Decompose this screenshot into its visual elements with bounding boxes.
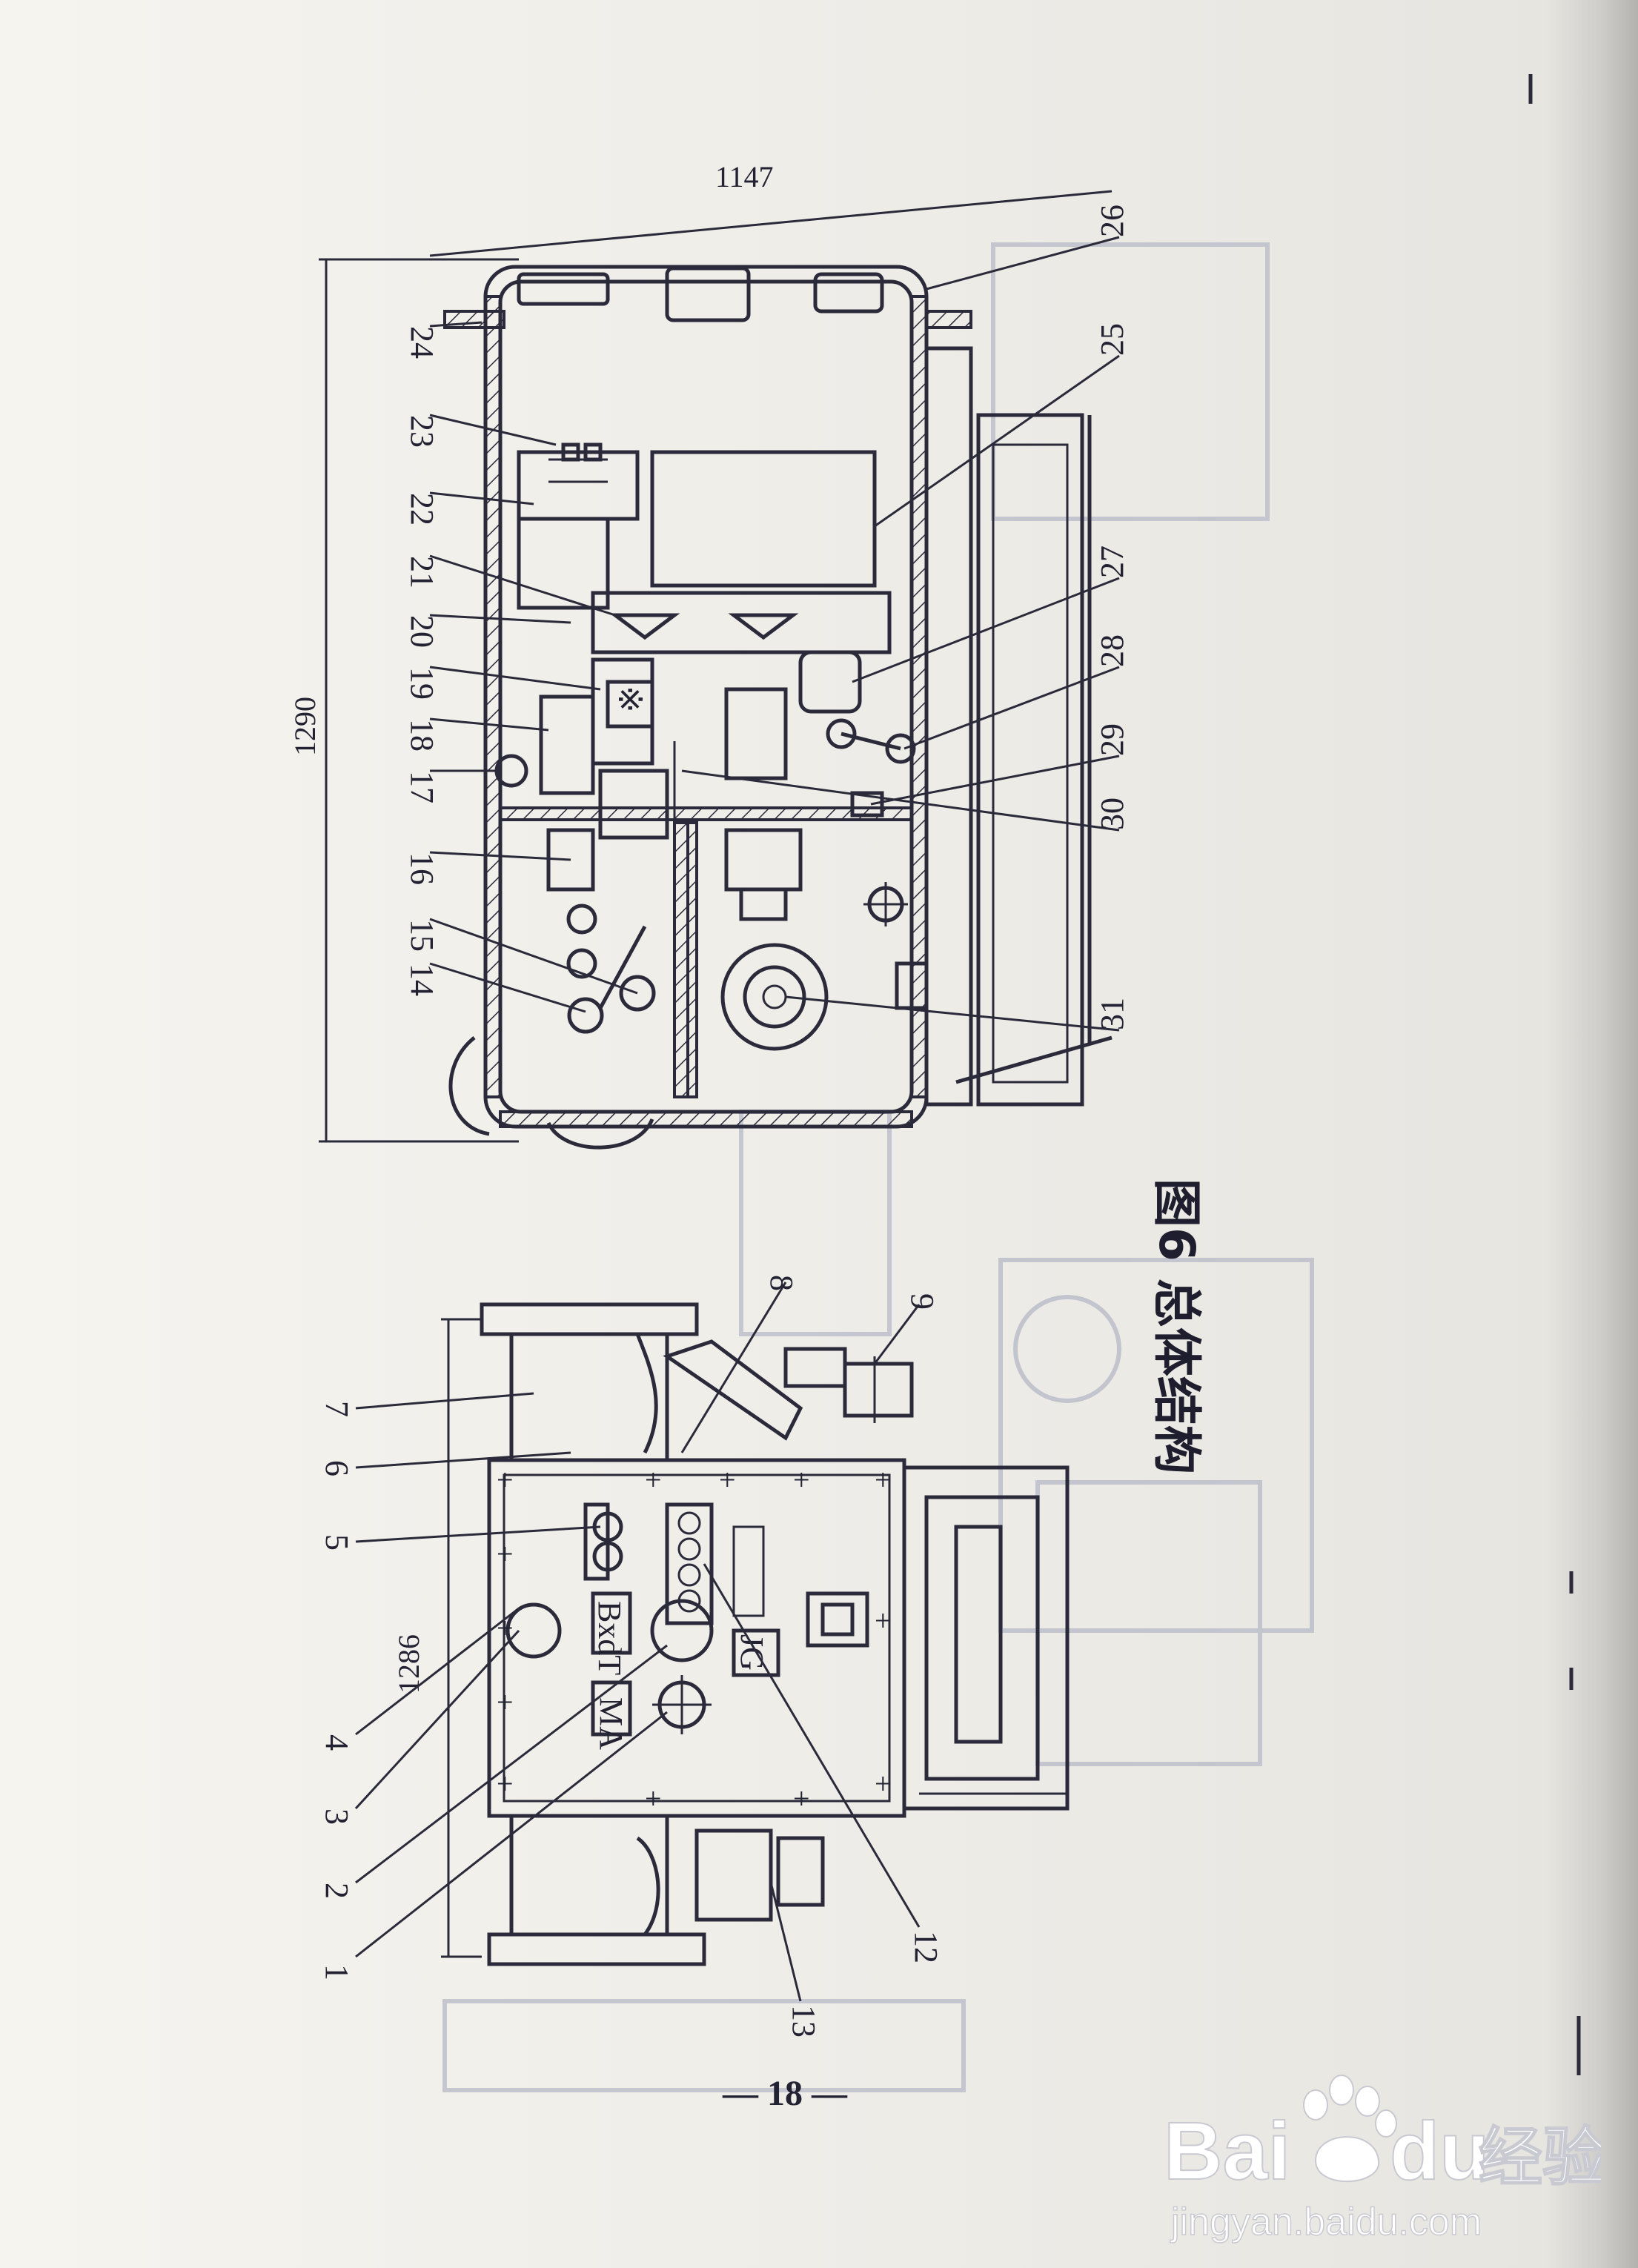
callout-13: 13 [786, 2005, 822, 2037]
watermark-brand-left: Bai [1164, 2106, 1290, 2197]
callout-29: 29 [1094, 723, 1130, 756]
callout-20: 20 [404, 615, 440, 648]
page-number: — 18 — [722, 2074, 848, 2113]
callout-16: 16 [404, 852, 440, 885]
callout-30: 30 [1094, 798, 1130, 830]
callout-2: 2 [319, 1883, 355, 1899]
callout-21: 21 [404, 556, 440, 588]
callout-14: 14 [404, 964, 440, 996]
knob-2 [650, 1599, 714, 1662]
callouts-top-group: 14 15 16 17 18 19 20 21 22 23 24 31 30 2… [404, 205, 1130, 1030]
callout-23: 23 [404, 415, 440, 448]
callout-leaders-top [429, 236, 1120, 1032]
dimension-lines-top [319, 190, 1113, 1143]
svg-text:+: + [497, 1685, 514, 1719]
watermark-url: jingyan.baidu.com [1170, 2201, 1482, 2244]
svg-text:+: + [645, 1782, 662, 1815]
margin-marks [1528, 74, 1581, 2075]
callout-19: 19 [404, 667, 440, 700]
callout-9: 9 [904, 1293, 941, 1310]
callout-17: 17 [404, 771, 440, 803]
watermark: Bai du 经验 jingyan.baidu.com [1156, 2060, 1601, 2253]
svg-text:+: + [793, 1463, 810, 1496]
callout-1: 1 [319, 1964, 355, 1980]
svg-text:※: ※ [611, 686, 648, 713]
page-fold-shadow [1545, 0, 1638, 2268]
callout-12: 12 [908, 1931, 944, 1963]
front-view: + + + + + + + + + + + + + [480, 1302, 1070, 1966]
figure-caption: 图6 总体结构 [1148, 1178, 1205, 1474]
callout-leaders-front [354, 1281, 921, 2002]
callout-24: 24 [404, 326, 440, 359]
callout-15: 15 [404, 919, 440, 952]
callout-25: 25 [1094, 323, 1130, 356]
dim-width-1147: 1147 [715, 160, 774, 193]
callouts-front-group: 1 2 3 4 5 6 7 8 9 12 13 [319, 1275, 944, 2037]
callout-8: 8 [763, 1275, 800, 1291]
callout-22: 22 [404, 493, 440, 525]
knob-4 [505, 1602, 562, 1659]
callout-5: 5 [319, 1534, 355, 1551]
watermark-brand-right: du [1390, 2106, 1489, 2197]
svg-text:+: + [497, 1767, 514, 1800]
dim-height-1290: 1290 [288, 697, 322, 756]
dimension-lines-front [441, 1318, 482, 1958]
svg-text:+: + [875, 1463, 892, 1496]
svg-text:+: + [497, 1463, 514, 1496]
callout-3: 3 [319, 1808, 355, 1825]
svg-text:+: + [497, 1537, 514, 1571]
watermark-svg: Bai du 经验 jingyan.baidu.com [1163, 2075, 1601, 2244]
callout-31: 31 [1094, 998, 1130, 1030]
svg-text:+: + [875, 1604, 892, 1637]
watermark-brand-cn: 经验 [1479, 2122, 1601, 2193]
callout-27: 27 [1094, 546, 1130, 578]
panel-label-ma: MA [593, 1697, 629, 1750]
svg-text:+: + [719, 1463, 736, 1496]
callout-4: 4 [319, 1734, 355, 1751]
svg-text:+: + [793, 1782, 810, 1815]
svg-text:+: + [645, 1463, 662, 1496]
callout-26: 26 [1094, 205, 1130, 237]
panel-label-bxdt: BxdT [591, 1601, 628, 1675]
callout-18: 18 [404, 719, 440, 752]
show-through-ghost [442, 242, 1314, 2092]
callout-28: 28 [1094, 634, 1130, 667]
callout-6: 6 [319, 1460, 355, 1476]
svg-text:+: + [497, 1611, 514, 1645]
callout-7: 7 [319, 1401, 355, 1417]
paw-icon [1303, 2075, 1397, 2183]
svg-text:+: + [875, 1767, 892, 1800]
